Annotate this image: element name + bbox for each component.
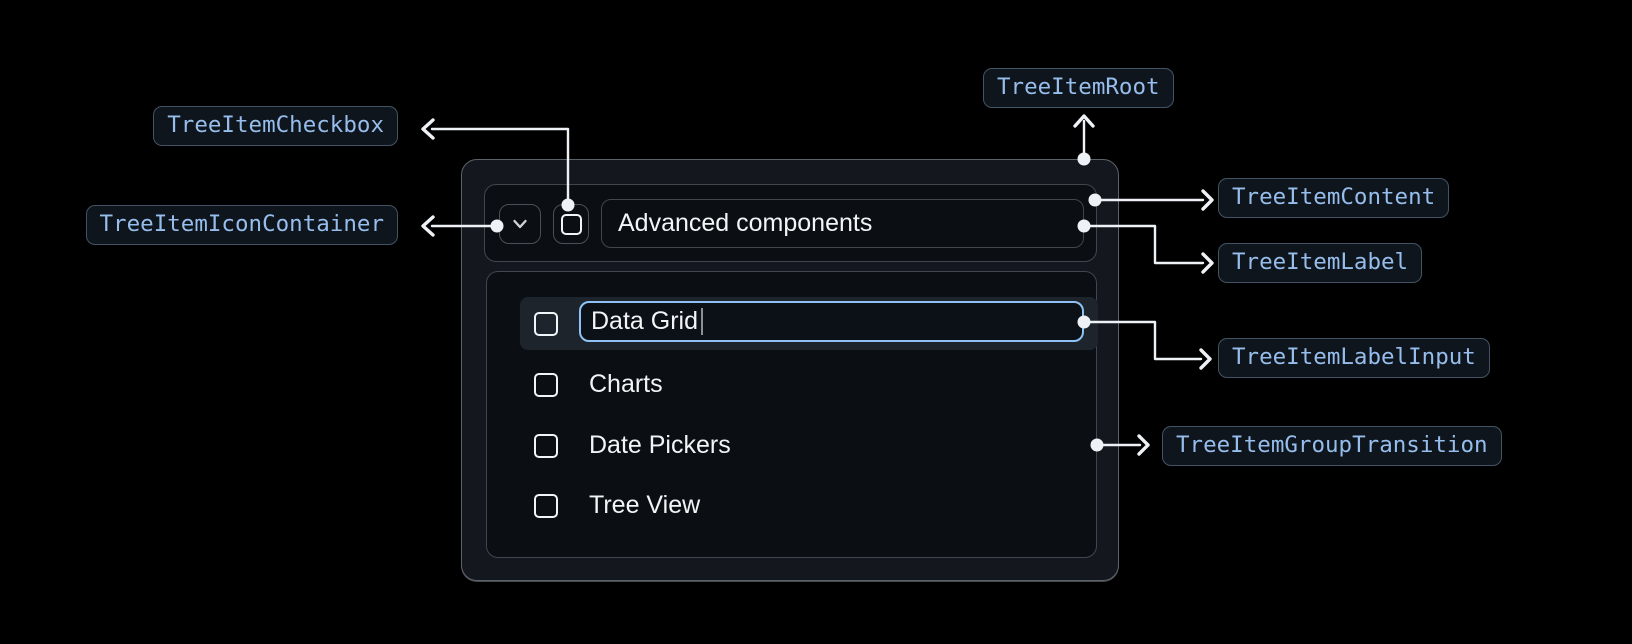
tree-item-label[interactable]: Advanced components <box>601 199 1084 248</box>
annotation-tree-item-checkbox: TreeItemCheckbox <box>153 106 398 146</box>
tree-row-editing[interactable]: Data Grid <box>520 297 1098 350</box>
tree-item-icon-container[interactable] <box>499 204 541 244</box>
checkbox-unchecked-icon[interactable] <box>534 493 558 518</box>
tree-item-label-input[interactable]: Data Grid <box>579 301 1084 342</box>
tree-row[interactable]: Charts <box>520 358 1098 411</box>
tree-item-root: Advanced components Data Grid Charts Dat… <box>461 159 1119 581</box>
annotation-tree-item-group-transition: TreeItemGroupTransition <box>1162 426 1502 466</box>
annotation-tree-item-label-input: TreeItemLabelInput <box>1218 338 1490 378</box>
checkbox-unchecked-icon[interactable] <box>534 311 558 336</box>
checkbox-unchecked-icon[interactable] <box>534 372 558 397</box>
tree-item-checkbox[interactable] <box>553 204 589 244</box>
tree-row-label: Tree View <box>589 491 701 519</box>
tree-row-label: Date Pickers <box>589 431 731 459</box>
annotation-tree-item-icon-container: TreeItemIconContainer <box>85 205 398 245</box>
tree-row-label: Charts <box>589 370 663 398</box>
arrowhead-icon <box>1201 252 1214 274</box>
checkbox-unchecked-icon[interactable] <box>534 433 558 458</box>
arrowhead-icon <box>1201 189 1214 211</box>
arrowhead-icon <box>1137 434 1150 456</box>
annotation-tree-item-content: TreeItemContent <box>1218 178 1450 218</box>
tree-row[interactable]: Date Pickers <box>520 419 1098 472</box>
annotation-tree-item-root: TreeItemRoot <box>983 68 1174 108</box>
parent-label-text: Advanced components <box>618 209 873 237</box>
label-input-value: Data Grid <box>591 307 698 335</box>
chevron-down-icon <box>513 219 527 229</box>
checkbox-unchecked-icon <box>560 213 582 235</box>
tree-item-content[interactable]: Advanced components <box>484 184 1097 262</box>
arrowhead-icon <box>1199 348 1212 370</box>
tree-row[interactable]: Tree View <box>520 479 1098 532</box>
annotation-tree-item-label: TreeItemLabel <box>1218 243 1423 283</box>
arrowhead-icon <box>421 215 435 237</box>
text-caret <box>700 308 703 335</box>
tree-item-group-transition: Data Grid Charts Date Pickers Tree View <box>486 271 1098 558</box>
arrowhead-icon <box>1073 114 1095 128</box>
arrowhead-icon <box>421 118 435 140</box>
